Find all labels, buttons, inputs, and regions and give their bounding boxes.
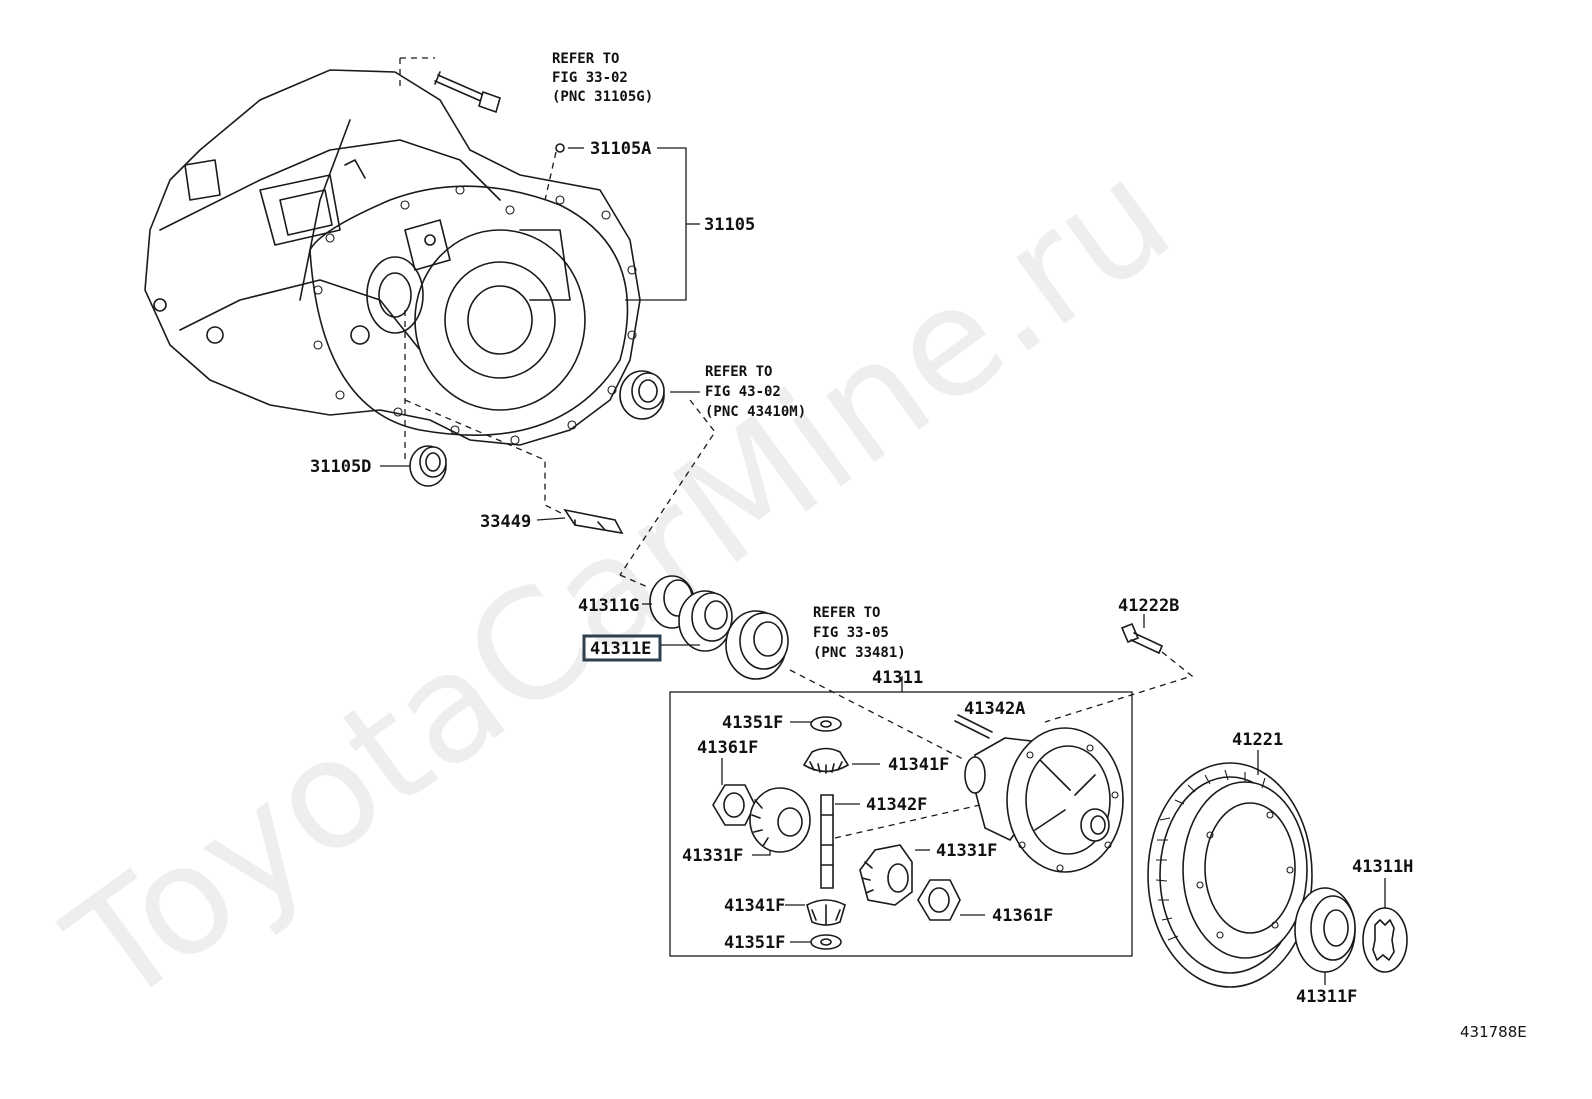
label-33449[interactable]: 33449: [480, 512, 531, 532]
washer-41351f-bottom-drawing[interactable]: [810, 934, 842, 950]
seal-31105d-drawing[interactable]: [409, 445, 447, 487]
bolt-31105g-drawing[interactable]: [434, 71, 501, 114]
pinion-41341f-bottom-drawing[interactable]: [806, 899, 846, 926]
ref-31105g-line3: (PNC 31105G): [552, 89, 653, 105]
ref-31105g-line1: REFER TO: [552, 51, 619, 67]
pin-41342a-drawing[interactable]: [954, 714, 993, 739]
ref-31105g-line2: FIG 33-02: [552, 70, 628, 86]
ref-33481-line3: (PNC 33481): [813, 645, 906, 661]
label-41311e[interactable]: 41311E: [590, 639, 651, 659]
label-41361f-right[interactable]: 41361F: [992, 906, 1053, 926]
differential-assembly-box: [669, 691, 1133, 957]
ref-33481-line2: FIG 33-05: [813, 625, 889, 641]
washer-41361f-left-drawing[interactable]: [712, 784, 756, 826]
label-41341f-bottom[interactable]: 41341F: [724, 896, 785, 916]
shaft-41342f-drawing[interactable]: [820, 794, 834, 889]
label-41342f[interactable]: 41342F: [866, 795, 927, 815]
washer-41351f-top-drawing[interactable]: [810, 716, 842, 732]
ref-33481-line1: REFER TO: [813, 605, 880, 621]
bearing-cup-33481-drawing[interactable]: [725, 610, 789, 680]
washer-41361f-right-drawing[interactable]: [917, 879, 961, 921]
side-gear-41331f-left-drawing[interactable]: [749, 787, 811, 853]
magnet-33449-drawing[interactable]: [563, 508, 624, 535]
ring-gear-41221-drawing[interactable]: [1147, 762, 1313, 988]
figure-code: 431788E: [1460, 1023, 1527, 1041]
label-41222b[interactable]: 41222B: [1118, 596, 1179, 616]
side-gear-41331f-right-drawing[interactable]: [859, 844, 913, 906]
bearing-41311f-drawing[interactable]: [1294, 887, 1356, 973]
label-31105d[interactable]: 31105D: [310, 457, 371, 477]
label-41311[interactable]: 41311: [872, 668, 923, 688]
highlight-box-41311e: [582, 634, 662, 662]
label-41342a[interactable]: 41342A: [964, 699, 1025, 719]
label-41311h[interactable]: 41311H: [1352, 857, 1413, 877]
oil-seal-43410m-drawing[interactable]: [619, 370, 665, 420]
label-41341f-top[interactable]: 41341F: [888, 755, 949, 775]
label-41351f-bottom[interactable]: 41351F: [724, 933, 785, 953]
label-41351f-top[interactable]: 41351F: [722, 713, 783, 733]
ref-43410m-line1: REFER TO: [705, 364, 772, 380]
ref-43410m-line3: (PNC 43410M): [705, 404, 806, 420]
bolt-41222b-drawing[interactable]: [1120, 622, 1163, 654]
label-41361f-left[interactable]: 41361F: [697, 738, 758, 758]
transmission-housing-drawing[interactable]: [144, 69, 641, 446]
shim-41311h-drawing[interactable]: [1362, 907, 1408, 973]
label-41311f[interactable]: 41311F: [1296, 987, 1357, 1007]
label-41331f-right[interactable]: 41331F: [936, 841, 997, 861]
ref-43410m-line2: FIG 43-02: [705, 384, 781, 400]
bearing-41311e-drawing[interactable]: [678, 590, 733, 652]
plug-31105a-drawing[interactable]: [555, 143, 565, 153]
label-31105a[interactable]: 31105A: [590, 139, 651, 159]
label-41221[interactable]: 41221: [1232, 730, 1283, 750]
pinion-41341f-top-drawing[interactable]: [802, 747, 850, 774]
label-41311g[interactable]: 41311G: [578, 596, 639, 616]
label-31105[interactable]: 31105: [704, 215, 755, 235]
differential-case-drawing[interactable]: [964, 727, 1124, 873]
label-41331f-left[interactable]: 41331F: [682, 846, 743, 866]
